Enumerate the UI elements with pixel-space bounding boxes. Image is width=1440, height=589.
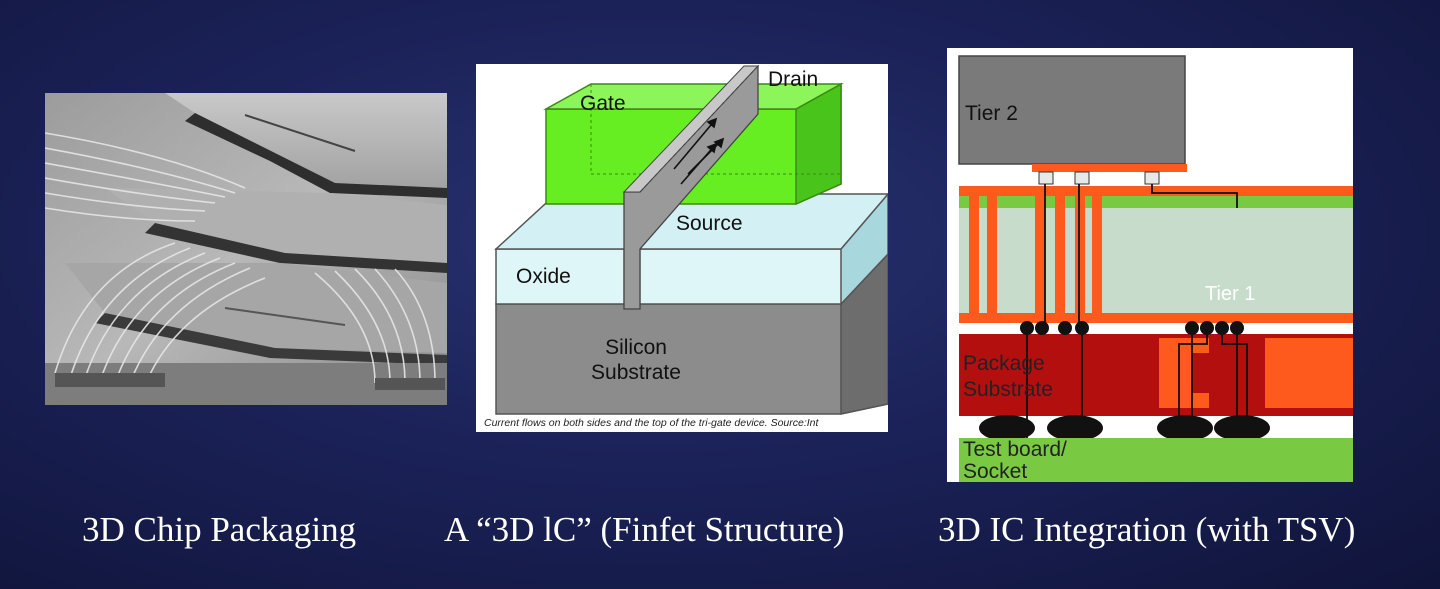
tier1-die xyxy=(959,208,1353,313)
tsv-diagram: Tier 2 Tier 1 xyxy=(947,48,1353,482)
package-label-line1: Package xyxy=(963,352,1045,375)
caption-chip-packaging: 3D Chip Packaging xyxy=(82,510,357,549)
package-label-line2: Substrate xyxy=(963,378,1053,401)
caption-tsv: 3D IC Integration (with TSV) xyxy=(938,510,1356,549)
board-label-line2: Socket xyxy=(963,460,1027,482)
test-board xyxy=(959,438,1353,482)
caption-finfet: A “3D lC” (Finfet Structure) xyxy=(444,510,845,549)
silicon-label: Silicon xyxy=(605,336,667,359)
tier2-label: Tier 2 xyxy=(965,102,1018,125)
substrate-label: Substrate xyxy=(591,361,681,384)
tier1-label: Tier 1 xyxy=(1205,283,1255,305)
finfet-source-note: Current flows on both sides and the top … xyxy=(484,417,820,429)
source-label: Source xyxy=(676,212,743,235)
gate-label: Gate xyxy=(580,92,626,115)
board-label-line1: Test board/ xyxy=(963,438,1067,461)
oxide-label: Oxide xyxy=(516,265,571,288)
tier2-die xyxy=(958,55,1186,165)
drain-label: Drain xyxy=(768,68,818,91)
chip-packaging-photo xyxy=(45,93,447,405)
finfet-diagram: Drain Gate Source Oxide Silicon Substrat… xyxy=(476,64,888,432)
